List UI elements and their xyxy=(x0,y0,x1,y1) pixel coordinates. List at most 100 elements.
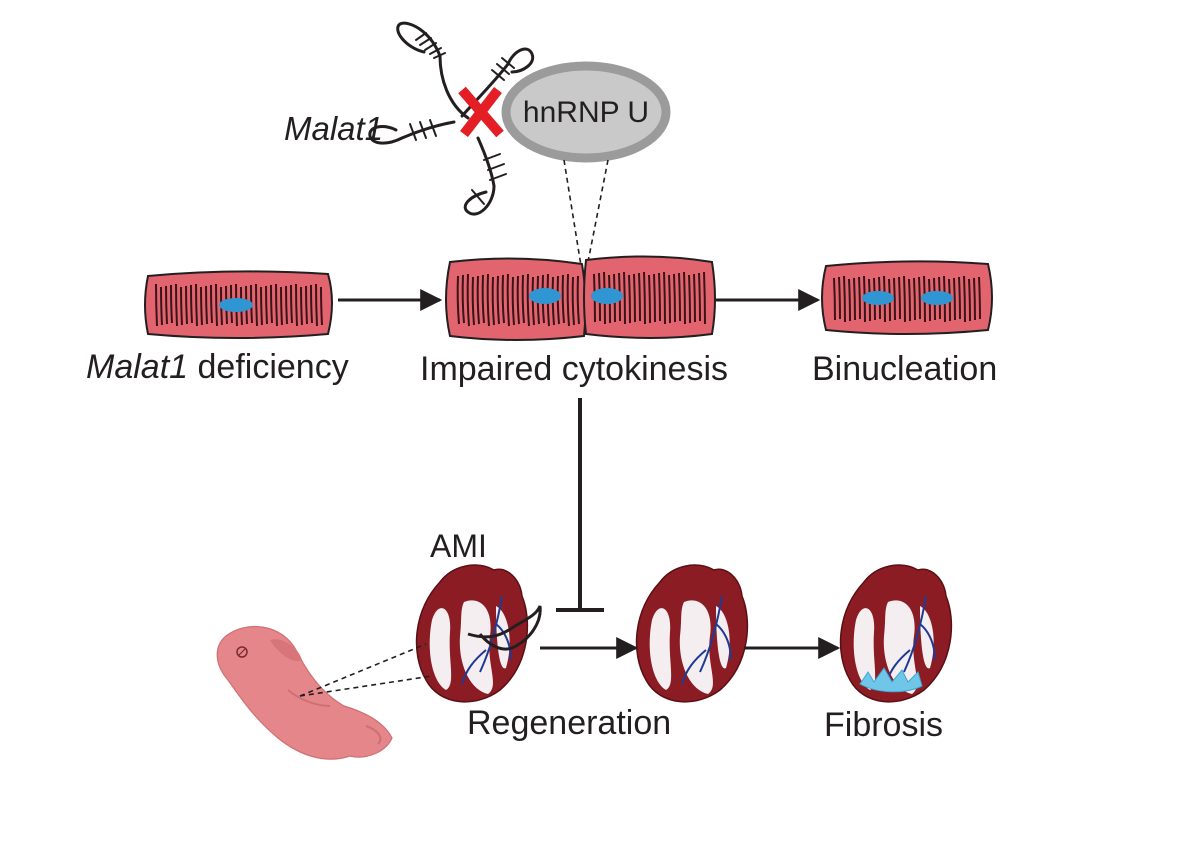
sarcomere-line xyxy=(628,274,631,324)
sarcomere-line xyxy=(205,285,208,325)
sarcomere-line xyxy=(973,277,976,321)
sarcomere-line xyxy=(486,273,490,327)
sarcomere-line xyxy=(265,285,268,325)
sarcomere-line xyxy=(496,275,500,325)
sarcomere-line xyxy=(190,284,193,324)
sarcomere-line xyxy=(576,275,580,325)
sarcomere-line xyxy=(963,275,966,323)
malat1-rna-structure xyxy=(368,21,535,216)
sarcomere-line xyxy=(255,283,258,327)
cardiomyocyte-mononucleated xyxy=(144,270,333,339)
sarcomere-line xyxy=(953,277,956,321)
sarcomere-line xyxy=(833,277,836,321)
sarcomere-line xyxy=(653,273,656,323)
sarcomere-line xyxy=(638,272,641,322)
sarcomere-line xyxy=(623,271,626,325)
sarcomere-line xyxy=(978,276,981,320)
malat1-deficiency-label: Malat1 deficiency xyxy=(86,350,349,384)
sarcomere-line xyxy=(300,286,303,326)
sarcomere-line xyxy=(511,276,515,326)
sarcomere-line xyxy=(160,286,163,326)
sarcomere-line xyxy=(571,276,575,326)
sarcomere-line xyxy=(648,274,651,324)
malat1-deficiency-italic: Malat1 xyxy=(86,348,189,386)
rna-hairpin-bottom xyxy=(471,153,507,205)
heart-fibrosis xyxy=(839,564,953,703)
sarcomere-line xyxy=(180,286,183,326)
sarcomere-line xyxy=(320,286,323,326)
malat1-deficiency-text: deficiency xyxy=(188,348,349,386)
heart-ami xyxy=(415,564,542,703)
sarcomere-line xyxy=(315,283,318,327)
sarcomere-line xyxy=(838,276,841,320)
sarcomere-line xyxy=(633,273,636,323)
sarcomere-line xyxy=(703,271,706,325)
sarcomere-line xyxy=(305,285,308,325)
sarcomere-line xyxy=(195,283,198,327)
heart-regeneration xyxy=(635,564,749,703)
malat1-label: Malat1 xyxy=(284,110,384,147)
neonatal-mouse-icon xyxy=(216,625,393,760)
sarcomere-line xyxy=(693,273,696,323)
sarcomere-line xyxy=(673,273,676,323)
sarcomere-line xyxy=(848,278,851,322)
sarcomere-line xyxy=(526,273,530,327)
pup-eye xyxy=(236,646,248,658)
cardiomyocyte-dividing-right xyxy=(583,255,716,339)
sarcomere-line xyxy=(893,277,896,321)
sarcomere-line xyxy=(561,274,565,324)
sarcomere-line xyxy=(461,274,465,324)
sarcomere-line xyxy=(215,283,218,327)
sarcomere-line xyxy=(853,277,856,321)
sarcomere-line xyxy=(913,277,916,321)
rna-hairpin-top-left xyxy=(415,32,446,59)
sarcomere-line xyxy=(678,272,681,322)
rna-hairpin-left xyxy=(409,119,437,141)
sarcomere-line xyxy=(643,271,646,325)
fibrosis-label: Fibrosis xyxy=(824,706,944,744)
sarcomere-line xyxy=(200,286,203,326)
sarcomere-line xyxy=(683,271,686,325)
hnrnp-u-protein xyxy=(501,61,671,163)
sarcomere-line xyxy=(270,284,273,324)
sarcomere-line xyxy=(843,275,846,323)
sarcomere-line xyxy=(501,274,505,324)
binucleation-label: Binucleation xyxy=(812,350,998,388)
sarcomere-line xyxy=(903,275,906,323)
impaired-cytokinesis-label: Impaired cytokinesis xyxy=(420,350,729,388)
sarcomere-line xyxy=(668,274,671,324)
coronary-vessels xyxy=(461,595,512,685)
sarcomere-line xyxy=(521,274,525,324)
sarcomere-line xyxy=(456,275,460,325)
sarcomere-line xyxy=(858,276,861,320)
sarcomere-line xyxy=(466,273,470,327)
sarcomere-line xyxy=(918,276,921,320)
fibrotic-scar xyxy=(859,667,923,693)
sarcomere-line xyxy=(663,271,666,325)
sarcomere-line xyxy=(908,278,911,322)
nucleus xyxy=(529,288,561,304)
sarcomere-line xyxy=(280,286,283,326)
pup-to-heart-dashed-lines xyxy=(299,643,433,697)
sarcomere-line xyxy=(491,276,495,326)
rna-hairpin-top-right xyxy=(491,57,515,81)
sarcomere-line xyxy=(958,276,961,320)
zoom-dashed-lines xyxy=(563,159,609,273)
sarcomere-line xyxy=(898,276,901,320)
coronary-vessels xyxy=(681,595,732,685)
sarcomere-line xyxy=(175,283,178,327)
sarcomere-line xyxy=(185,285,188,325)
nucleus xyxy=(591,288,623,304)
sarcomere-line xyxy=(516,275,520,325)
sarcomere-line xyxy=(471,276,475,326)
ami-label: AMI xyxy=(430,528,487,564)
sarcomere-line xyxy=(275,283,278,327)
sarcomere-line xyxy=(506,273,510,327)
sarcomere-line xyxy=(290,284,293,324)
sarcomere-line xyxy=(476,275,480,325)
cardiomyocyte-binucleated xyxy=(821,260,993,335)
sarcomere-line xyxy=(260,286,263,326)
x-mark-icon xyxy=(458,86,504,138)
sarcomere-line xyxy=(688,274,691,324)
